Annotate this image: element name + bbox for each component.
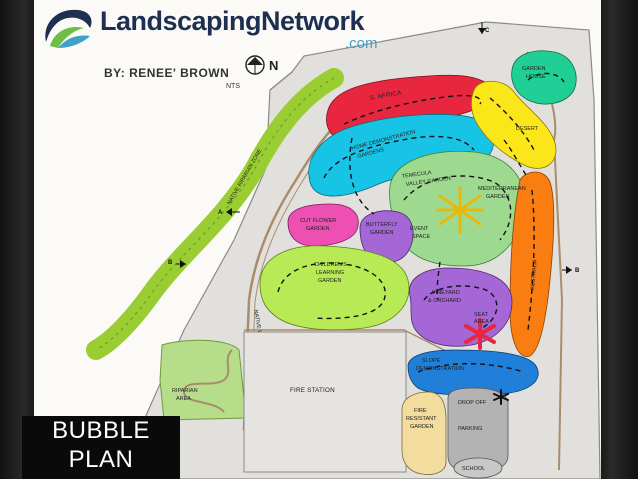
slide-left-border [0,0,34,479]
zone-label-event-1: EVENT [410,226,429,232]
riparian-hedge-outline [95,77,335,351]
bubble-garden-house [511,50,577,105]
bubble-fire-resistant [401,391,447,475]
site-boundary-edge [269,71,293,91]
zone-label-riparian-1: RIPARIAN [172,388,198,394]
bubble-slope-demo [407,349,539,396]
riparian-trail [182,349,233,413]
path-desert [489,97,535,151]
bubble-plan-drawing: NATIVE RIPARIAN ZONE NATIVE RIPARIAN ZON… [86,21,601,479]
zone-label-fire-resistant-1: FIRE [414,408,427,414]
zone-label-temecula-1: TEMECULA [401,170,432,180]
path-connector-3 [503,139,529,179]
zone-label-drop-off: DROP OFF [458,400,487,406]
svg-text:B: B [168,260,173,266]
caption-line-2: PLAN [68,446,134,473]
parking-star [493,389,509,405]
zone-label-med-2: GARDEN [486,194,510,200]
zone-label-garden-house-2: HOUSE [526,74,546,80]
bubble-childrens [259,245,410,331]
zone-label-garden-house-1: GARDEN [522,66,546,72]
riparian-area [159,339,247,421]
circulation-paths [277,72,565,373]
zone-label-butterfly-2: GARDEN [370,230,394,236]
zone-label-childrens-1: CHILDREN'S [314,262,347,268]
section-marker-b-right: B [562,266,580,274]
slide-caption: BUBBLE PLAN [22,416,180,479]
slide-right-border [601,0,638,479]
zone-label-butterfly-1: BUTTERFLY [366,222,398,228]
svg-text:B: B [575,268,580,274]
zone-label-desert: DESERT [516,126,539,132]
path-s-africa [343,94,482,125]
zone-label-riparian-2: AREA [176,396,191,402]
section-marker-c: C [478,22,490,34]
leaf-swirl-icon [45,9,92,48]
path-connector-2 [436,261,441,301]
section-marker-b-left: B [168,260,186,268]
zone-label-cut-flower-2: GARDEN [306,226,330,232]
school-building [453,457,503,479]
vineyard-star [464,318,496,350]
zone-label-parking: PARKING [458,426,482,432]
section-marker-a: A [218,208,240,216]
logo-brand-text: LandscapingNetwork [100,6,365,36]
caption-line-1: BUBBLE [52,417,150,444]
zone-label-school: SCHOOL [462,466,485,472]
zone-label-small-2: AREA [474,319,489,325]
north-arrow-icon [245,55,265,75]
zone-label-event-2: SPACE [412,234,431,240]
landscaping-network-logo: LandscapingNetwork .com [40,2,400,58]
zone-label-slope-1: SLOPE [422,358,441,364]
zone-label-slope-2: DEMONSTRATION [416,366,464,372]
zone-label-australia: AUSTRALIA [530,259,539,290]
scale-note: NTS [226,83,240,90]
zone-label-fire-resistant-2: RESISTANT [406,416,437,422]
bubble-vineyard [409,267,513,347]
zone-label-small-1: SEAT [474,312,489,318]
zone-label-childrens-3: GARDEN [318,278,342,284]
event-space-star [436,186,484,234]
logo-domain-text: .com [345,35,378,52]
zone-label-fire-resistant-3: GARDEN [410,424,434,430]
bubble-cut-flower [287,203,359,247]
bubble-australia [509,171,555,357]
path-australia [527,189,535,331]
zone-label-med-1: MEDITERRANEAN [478,186,526,192]
zone-label-childrens-2: LEARNING [316,270,344,276]
zone-label-fire-station: FIRE STATION [290,387,335,394]
path-childrens [277,262,386,320]
path-vineyard [423,285,498,329]
path-connector-1 [349,137,375,215]
path-slope [417,363,525,373]
zone-label-cut-flower-1: CUT FLOWER [300,218,336,224]
zone-label-vineyard-2: & ORCHARD [428,298,461,304]
zone-label-vineyard-1: VINEYARD [432,290,460,296]
path-home-demo [323,135,475,179]
svg-text:C: C [485,28,490,34]
bubble-desert [470,80,557,169]
svg-text:A: A [218,210,223,216]
author-credit: BY: RENEE' BROWN [104,66,230,80]
plan-sheet: NATIVE RIPARIAN ZONE NATIVE RIPARIAN ZON… [34,0,601,479]
fire-station-lot [243,331,407,473]
path-garden-house [527,72,565,83]
north-label: N [269,58,279,73]
